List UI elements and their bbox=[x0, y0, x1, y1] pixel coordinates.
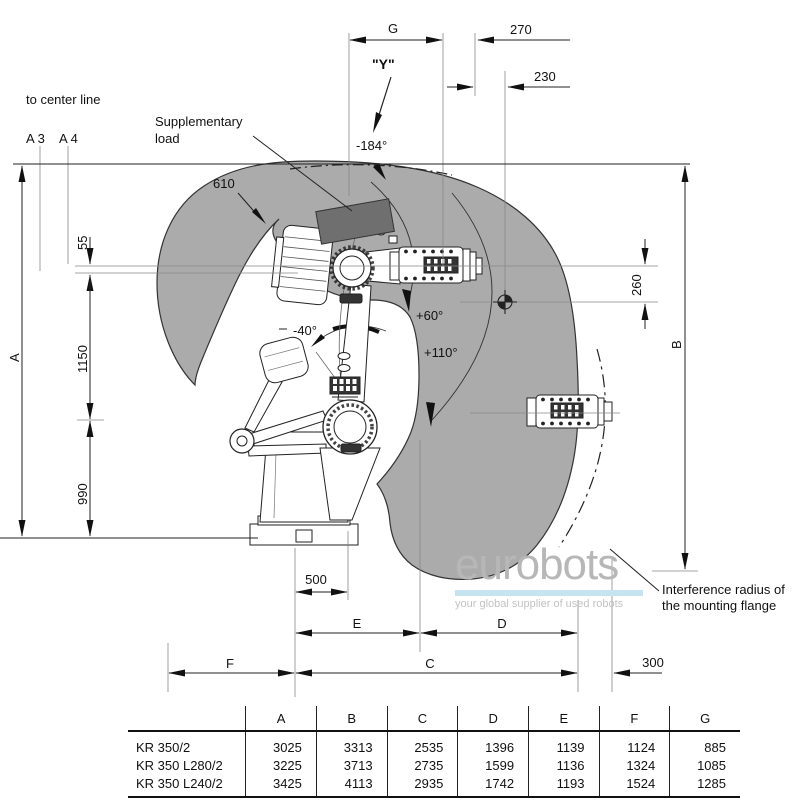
y-arrow-line bbox=[377, 76, 392, 119]
value-cell: 3025 bbox=[245, 731, 317, 756]
interference-label-1: Interference radius of bbox=[662, 582, 785, 597]
value-cell: 3313 bbox=[315, 731, 388, 756]
value-cell: 1139 bbox=[528, 731, 600, 756]
interference-leader bbox=[609, 548, 660, 592]
interference-label-2: the mounting flange bbox=[662, 598, 776, 613]
dim-610-arrow-icon bbox=[252, 208, 266, 224]
value-cell: 3713 bbox=[315, 756, 388, 774]
dim-990-label: 990 bbox=[75, 483, 90, 505]
minus184-arrow-icon bbox=[373, 163, 386, 180]
eurobots-logo: eurobots your global supplier of used ro… bbox=[455, 543, 685, 610]
value-cell: 1136 bbox=[528, 756, 600, 774]
value-cell: 2935 bbox=[386, 774, 458, 798]
supplementary-load-block bbox=[315, 198, 395, 245]
table-header-model bbox=[128, 706, 246, 732]
table-header-row: A B C D E F G bbox=[128, 706, 740, 732]
plus60-arrow-icon bbox=[402, 289, 411, 312]
dim-b-label: B bbox=[669, 340, 684, 349]
table-header-b: B bbox=[315, 706, 388, 732]
table-row: KR 350 L240/2 3425 4113 2935 1742 1193 1… bbox=[128, 774, 740, 798]
value-cell: 1124 bbox=[598, 731, 670, 756]
table-header-e: E bbox=[528, 706, 600, 732]
dim-a-label: A bbox=[7, 353, 22, 362]
table-header-d: D bbox=[457, 706, 529, 732]
value-cell: 1396 bbox=[457, 731, 529, 756]
table-header-c: C bbox=[386, 706, 458, 732]
value-cell: 1193 bbox=[528, 774, 600, 798]
eurobots-logo-tagline: your global supplier of used robots bbox=[455, 598, 624, 610]
dim-f-label: F bbox=[226, 656, 234, 671]
dim-e-label: E bbox=[353, 616, 362, 631]
reference-point-icon bbox=[493, 290, 517, 314]
value-cell: 2535 bbox=[386, 731, 458, 756]
supplementary-load-leader bbox=[252, 135, 353, 212]
angle-plus110-label: +110° bbox=[424, 345, 458, 360]
value-cell: 3425 bbox=[245, 774, 317, 798]
table-row: KR 350 L280/2 3225 3713 2735 1599 1136 1… bbox=[128, 756, 740, 774]
value-cell: 2735 bbox=[386, 756, 458, 774]
value-cell: 1524 bbox=[598, 774, 670, 798]
model-name: KR 350 L240/2 bbox=[128, 774, 246, 798]
dim-55-label: 55 bbox=[75, 236, 90, 250]
dim-d-label: D bbox=[497, 616, 506, 631]
eurobots-logo-underline bbox=[455, 590, 643, 596]
dim-1150-label: 1150 bbox=[75, 345, 90, 373]
model-name: KR 350 L280/2 bbox=[136, 757, 223, 773]
kuka-badge bbox=[339, 293, 363, 304]
table-row: KR 350/2 3025 3313 2535 1396 1139 1124 8… bbox=[128, 731, 740, 756]
dim-300-label: 300 bbox=[642, 655, 664, 670]
dim-610-label: 610 bbox=[213, 176, 235, 191]
y-arrow-icon bbox=[373, 112, 382, 133]
eurobots-logo-text: eurobots bbox=[455, 540, 619, 589]
table-header-f: F bbox=[598, 706, 670, 732]
value-cell: 885 bbox=[669, 731, 740, 756]
dim-g-label: G bbox=[388, 21, 398, 36]
supplementary-load-label-2: load bbox=[155, 131, 180, 146]
wrist-unit-right bbox=[526, 394, 613, 429]
model-name: KR 350/2 bbox=[136, 739, 191, 755]
value-cell: 1599 bbox=[457, 756, 529, 774]
dim-500-label: 500 bbox=[305, 572, 327, 587]
value-cell: 3225 bbox=[245, 756, 317, 774]
value-cell: 1742 bbox=[457, 774, 529, 798]
dim-230-label: 230 bbox=[534, 69, 556, 84]
to-center-line-label: to center line bbox=[26, 92, 100, 107]
table-header-a: A bbox=[245, 706, 317, 732]
dim-260-label: 260 bbox=[629, 274, 644, 296]
value-cell: 4113 bbox=[315, 774, 388, 798]
value-cell: 1324 bbox=[598, 756, 670, 774]
dimension-lines bbox=[18, 36, 689, 677]
robot-lower-pose bbox=[229, 283, 381, 546]
dim-270-label: 270 bbox=[510, 22, 532, 37]
a3-label: A 3 bbox=[26, 131, 45, 146]
a4-label: A 4 bbox=[59, 131, 78, 146]
minus40-arrow-icon bbox=[311, 334, 325, 347]
dimension-table: A B C D E F G KR 350/2 3025 3313 2535 13… bbox=[128, 706, 740, 798]
dim-c-label: C bbox=[425, 656, 434, 671]
plus110-arc bbox=[431, 192, 493, 421]
plus110-arrow-icon bbox=[426, 402, 435, 427]
angle-minus40-label: -40° bbox=[293, 323, 317, 338]
angle-minus184-label: -184° bbox=[356, 138, 387, 153]
kuka-badge bbox=[340, 443, 362, 453]
y-ref-label: "Y" bbox=[372, 56, 395, 72]
supplementary-load-label-1: Supplementary bbox=[155, 114, 243, 129]
value-cell: 1085 bbox=[669, 756, 740, 774]
value-cell: 1285 bbox=[669, 774, 740, 798]
table-header-g: G bbox=[669, 706, 740, 732]
angle-plus60-label: +60° bbox=[416, 308, 443, 323]
plus60-arc bbox=[370, 181, 415, 304]
